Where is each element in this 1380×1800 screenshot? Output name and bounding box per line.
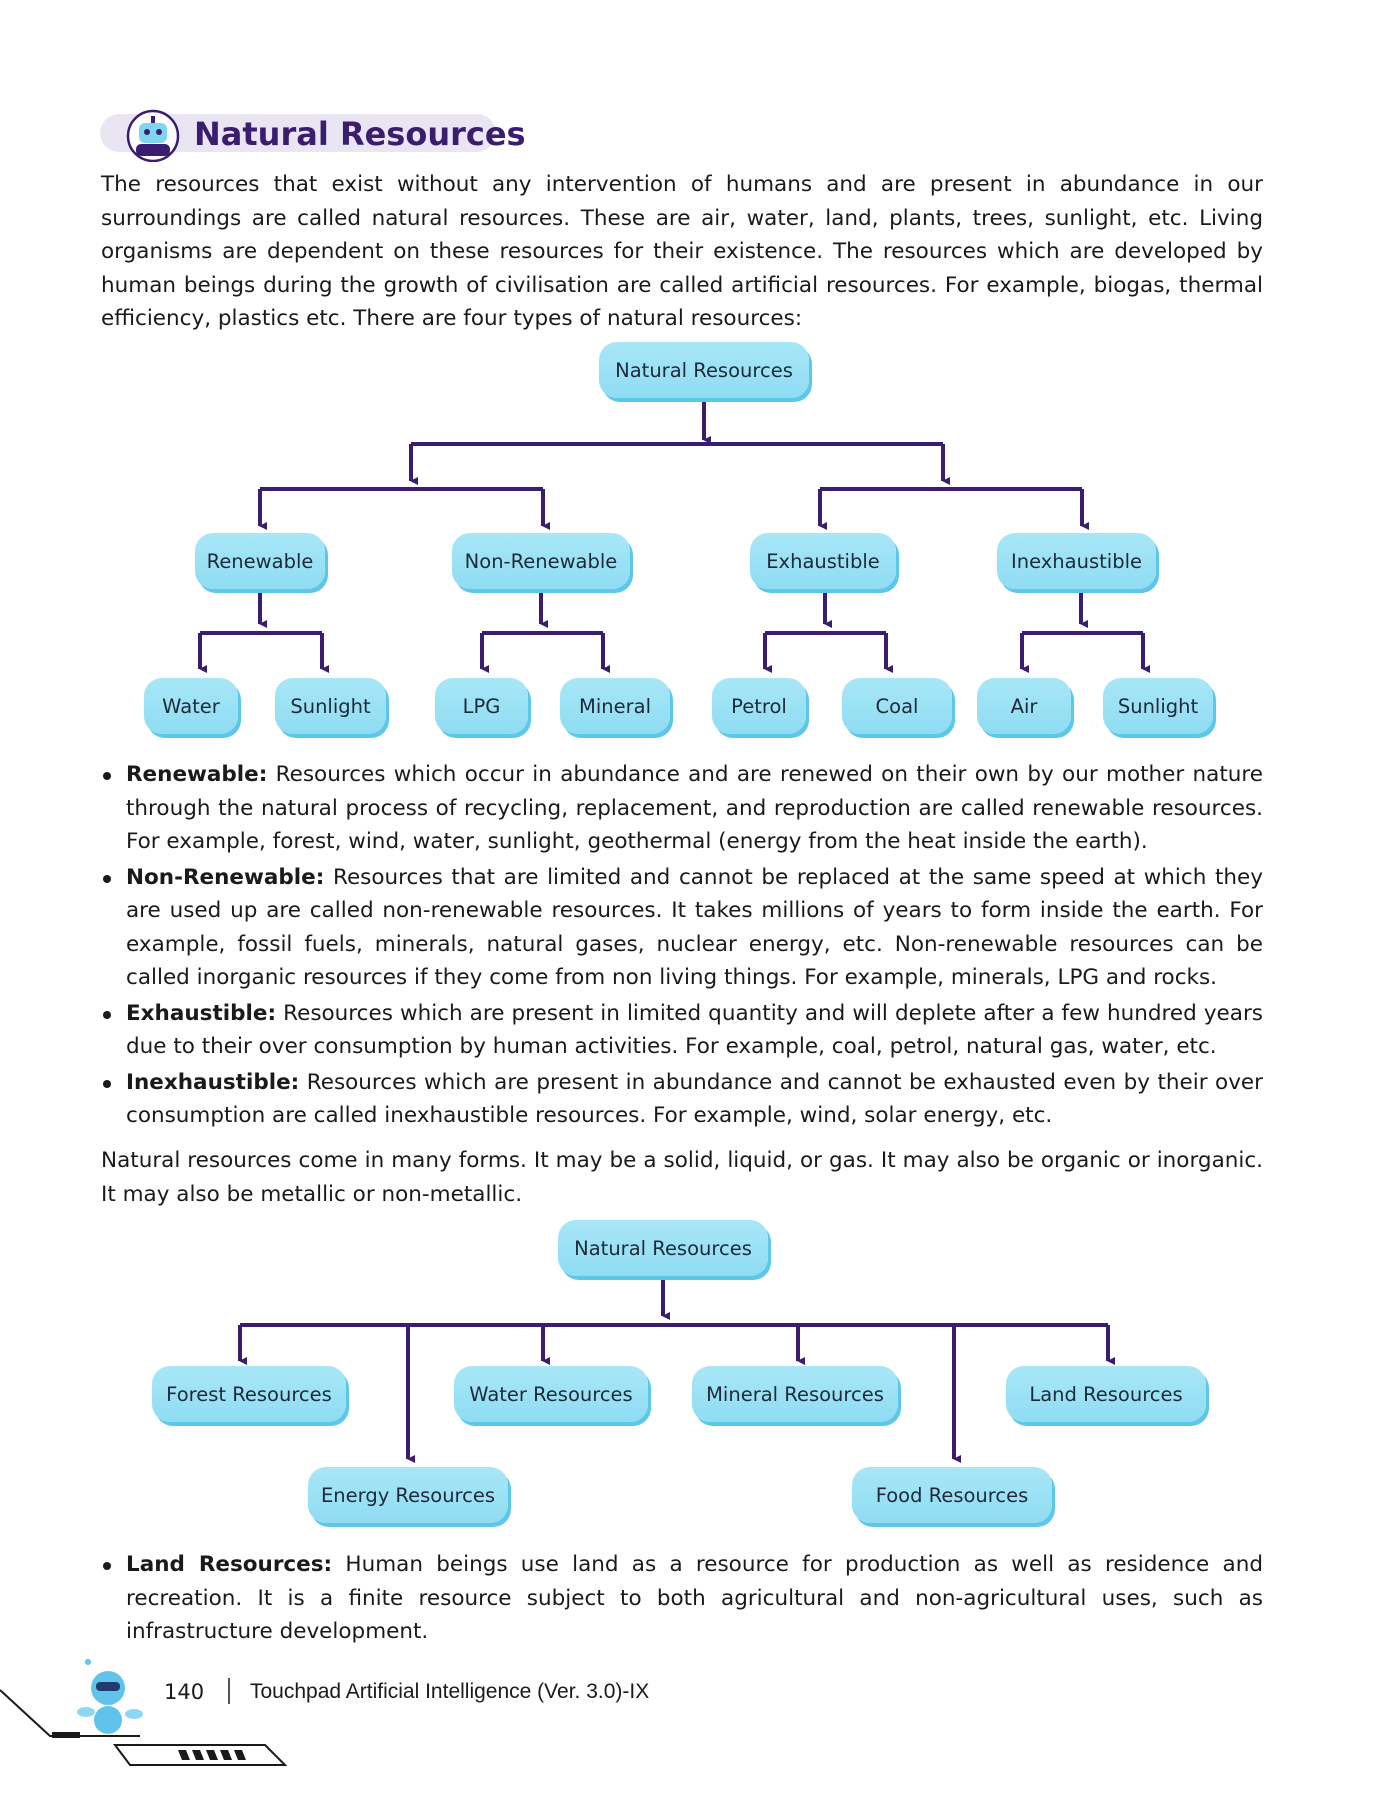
tree1-node-renewable: Renewable: [195, 533, 325, 589]
tree2-node-forest: Forest Resources: [152, 1366, 346, 1422]
tree1-leaf-water: Water: [144, 678, 238, 734]
tree1-leaf-mineral: Mineral: [560, 678, 670, 734]
tree1-leaf-lpg: LPG: [435, 678, 528, 734]
tree2-node-food: Food Resources: [852, 1467, 1052, 1523]
tree1-root-node: Natural Resources: [599, 342, 809, 398]
tree1-node-non-renewable: Non-Renewable: [452, 533, 630, 589]
forms-paragraph: Natural resources come in many forms. It…: [101, 1148, 1263, 1207]
page-number: 140: [164, 1680, 205, 1704]
tree2-node-land: Land Resources: [1006, 1366, 1206, 1422]
book-title: Touchpad Artificial Intelligence (Ver. 3…: [250, 1680, 650, 1703]
land-resource-list: Land Resources: Human beings use land as…: [101, 1548, 1263, 1651]
list-item: Renewable: Resources which occur in abun…: [101, 758, 1263, 859]
robot-icon: [126, 109, 180, 162]
list-item: Land Resources: Human beings use land as…: [101, 1548, 1263, 1649]
tree1-leaf-sunlight: Sunlight: [275, 678, 386, 734]
tree2-node-water: Water Resources: [454, 1366, 648, 1422]
tree1-node-exhaustible: Exhaustible: [750, 533, 896, 589]
tree1-leaf-coal: Coal: [842, 678, 952, 734]
footer-decoration: [0, 1659, 288, 1766]
tree1-leaf-air: Air: [977, 678, 1071, 734]
tree2-node-energy: Energy Resources: [308, 1467, 508, 1523]
intro-paragraph: The resources that exist without any int…: [101, 172, 1263, 331]
tree1-leaf-sunlight-2: Sunlight: [1103, 678, 1213, 734]
robot-mascot-icon: [77, 1659, 143, 1734]
resource-type-list: Renewable: Resources which occur in abun…: [101, 758, 1263, 1135]
page-title: Natural Resources: [194, 115, 526, 153]
tree1-leaf-petrol: Petrol: [712, 678, 806, 734]
tree2-root-node: Natural Resources: [558, 1220, 768, 1276]
list-item: Non-Renewable: Resources that are limite…: [101, 861, 1263, 995]
tree2-node-mineral: Mineral Resources: [692, 1366, 898, 1422]
list-item: Inexhaustible: Resources which are prese…: [101, 1066, 1263, 1133]
tree1-node-inexhaustible: Inexhaustible: [997, 533, 1156, 589]
footer-divider: [228, 1678, 230, 1704]
list-item: Exhaustible: Resources which are present…: [101, 997, 1263, 1064]
